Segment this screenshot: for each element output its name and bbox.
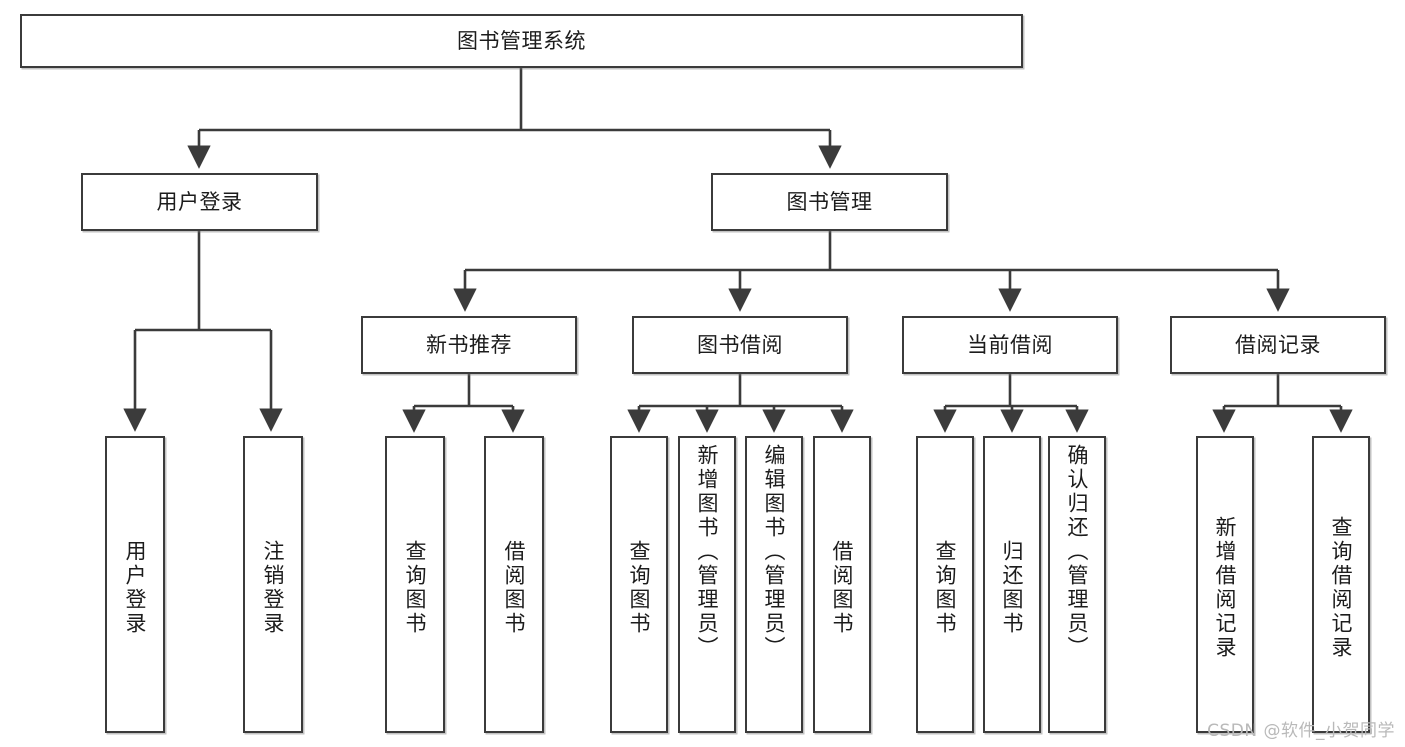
node-current-borrow[interactable]: 当前借阅 bbox=[902, 316, 1118, 374]
leaf-logout-login[interactable]: 注销登录 bbox=[243, 436, 303, 733]
leaf-edit-book[interactable]: 编辑图书（管理员） bbox=[745, 436, 803, 733]
leaf-query-book-2[interactable]: 查询图书 bbox=[610, 436, 668, 733]
node-book-manage[interactable]: 图书管理 bbox=[711, 173, 948, 231]
leaf-query-book-3[interactable]: 查询图书 bbox=[916, 436, 974, 733]
node-book-manage-label: 图书管理 bbox=[786, 189, 873, 214]
node-root[interactable]: 图书管理系统 bbox=[20, 14, 1023, 68]
node-user-login-label: 用户登录 bbox=[156, 189, 243, 214]
leaf-logout-login-label: 注销登录 bbox=[261, 539, 286, 636]
watermark-text: CSDN @软件_小贺同学 bbox=[1207, 721, 1395, 741]
node-book-borrow[interactable]: 图书借阅 bbox=[632, 316, 848, 374]
leaf-user-login-label: 用户登录 bbox=[123, 539, 148, 636]
leaf-user-login[interactable]: 用户登录 bbox=[105, 436, 165, 733]
node-new-book-recommend-label: 新书推荐 bbox=[426, 332, 512, 357]
leaf-confirm-return[interactable]: 确认归还（管理员） bbox=[1048, 436, 1106, 733]
node-borrow-record-label: 借阅记录 bbox=[1235, 332, 1321, 357]
node-user-login[interactable]: 用户登录 bbox=[81, 173, 318, 231]
leaf-query-book-2-label: 查询图书 bbox=[627, 539, 652, 636]
leaf-query-book-1-label: 查询图书 bbox=[403, 539, 428, 636]
leaf-query-book-1[interactable]: 查询图书 bbox=[385, 436, 445, 733]
node-current-borrow-label: 当前借阅 bbox=[967, 332, 1053, 357]
leaf-add-book-label: 新增图书（管理员） bbox=[695, 444, 720, 660]
leaf-add-book[interactable]: 新增图书（管理员） bbox=[678, 436, 736, 733]
leaf-borrow-book-2[interactable]: 借阅图书 bbox=[813, 436, 871, 733]
leaf-edit-book-label: 编辑图书（管理员） bbox=[762, 444, 787, 660]
leaf-query-book-3-label: 查询图书 bbox=[933, 539, 958, 636]
leaf-query-record[interactable]: 查询借阅记录 bbox=[1312, 436, 1370, 733]
leaf-confirm-return-label: 确认归还（管理员） bbox=[1065, 444, 1090, 660]
leaf-add-record[interactable]: 新增借阅记录 bbox=[1196, 436, 1254, 733]
leaf-return-book-label: 归还图书 bbox=[1000, 539, 1025, 636]
leaf-borrow-book-1[interactable]: 借阅图书 bbox=[484, 436, 544, 733]
leaf-return-book[interactable]: 归还图书 bbox=[983, 436, 1041, 733]
leaf-add-record-label: 新增借阅记录 bbox=[1213, 515, 1238, 660]
node-borrow-record[interactable]: 借阅记录 bbox=[1170, 316, 1386, 374]
leaf-borrow-book-2-label: 借阅图书 bbox=[830, 539, 855, 636]
leaf-borrow-book-1-label: 借阅图书 bbox=[502, 539, 527, 636]
node-book-borrow-label: 图书借阅 bbox=[697, 332, 783, 357]
node-root-label: 图书管理系统 bbox=[457, 28, 586, 53]
node-new-book-recommend[interactable]: 新书推荐 bbox=[361, 316, 577, 374]
leaf-query-record-label: 查询借阅记录 bbox=[1329, 515, 1354, 660]
